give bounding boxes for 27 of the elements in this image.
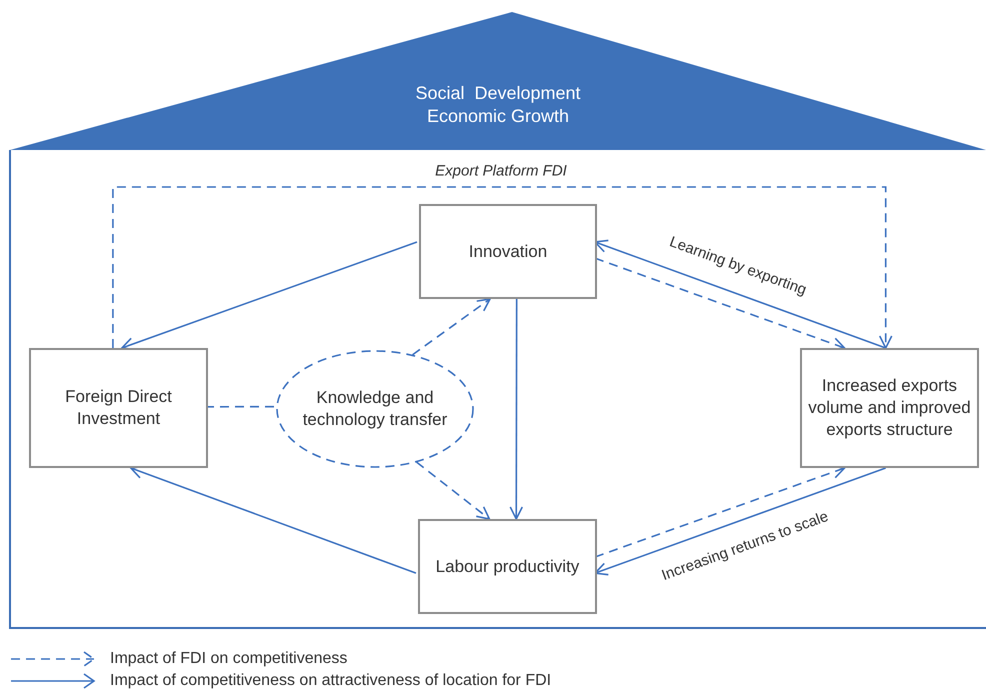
process-box xyxy=(29,348,208,468)
arrow xyxy=(112,186,892,349)
node-text: Foreign Direct Investment xyxy=(64,386,173,430)
arrow xyxy=(594,467,886,576)
roof-text: Economic Growth xyxy=(426,105,570,128)
arrow xyxy=(121,241,418,350)
arrow xyxy=(594,240,886,349)
arrow xyxy=(594,466,846,558)
node-text: Increased exports volume and improved exports structure xyxy=(807,375,972,441)
arrow xyxy=(509,299,524,520)
node-text: Labour productivity xyxy=(434,556,580,578)
process-box xyxy=(800,348,979,468)
roof-text: Social Development xyxy=(415,82,581,105)
process-box xyxy=(419,204,597,299)
legend-text: Impact of FDI on competitiveness xyxy=(110,650,348,668)
node-text: Knowledge and technology transfer xyxy=(302,387,448,431)
edge-label: Export Platform FDI xyxy=(433,162,569,180)
roof-triangle xyxy=(10,12,986,150)
arrow xyxy=(594,257,846,350)
legend-text: Impact of competitiveness on attractiveness of location for FDI xyxy=(110,672,552,690)
dashed-ellipse xyxy=(276,350,474,468)
arrow xyxy=(130,466,416,574)
arrow xyxy=(412,298,491,356)
node-text: Innovation xyxy=(468,240,548,262)
arrow xyxy=(416,461,490,520)
frame-box xyxy=(9,150,986,629)
process-box xyxy=(418,519,597,614)
